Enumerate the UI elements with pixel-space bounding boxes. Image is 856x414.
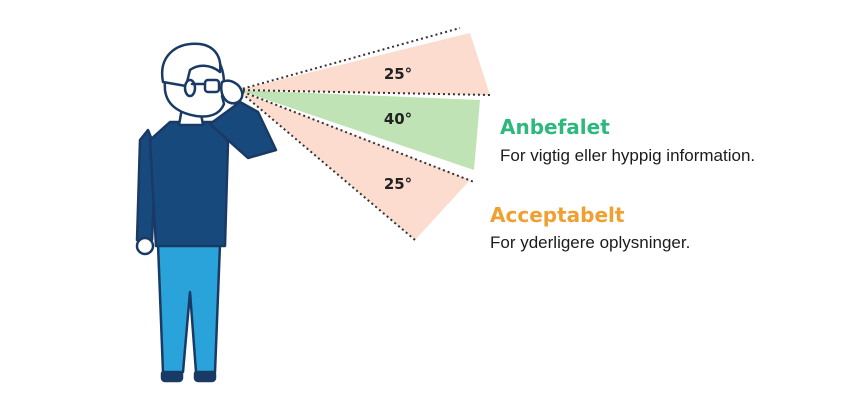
sight-line-center <box>237 89 491 96</box>
recommended-description: For vigtig eller hyppig information. <box>500 146 756 165</box>
acceptable-title: Acceptabelt <box>490 203 625 227</box>
pants <box>156 242 222 374</box>
angle-label-lower: 25° <box>384 175 412 193</box>
hair <box>160 42 222 88</box>
sight-line-center-lower <box>237 89 475 183</box>
person-figure <box>135 42 278 383</box>
glasses <box>203 78 221 94</box>
acceptable-description: For yderligere oplysninger. <box>490 233 691 252</box>
recommended-zone <box>238 90 480 170</box>
sight-line-upper <box>237 27 461 91</box>
angle-label-center: 40° <box>384 110 412 128</box>
sight-lines <box>237 27 491 241</box>
raised-arm <box>208 100 278 160</box>
torso <box>148 120 230 248</box>
raised-hand <box>220 79 244 105</box>
lower-hand <box>135 236 155 256</box>
angle-label-upper: 25° <box>384 65 412 83</box>
ear <box>183 78 197 98</box>
upper-acceptable-zone <box>238 33 490 95</box>
lower-acceptable-zone <box>238 90 470 240</box>
sight-line-lower <box>237 89 416 241</box>
recommended-title: Anbefalet <box>500 115 610 139</box>
